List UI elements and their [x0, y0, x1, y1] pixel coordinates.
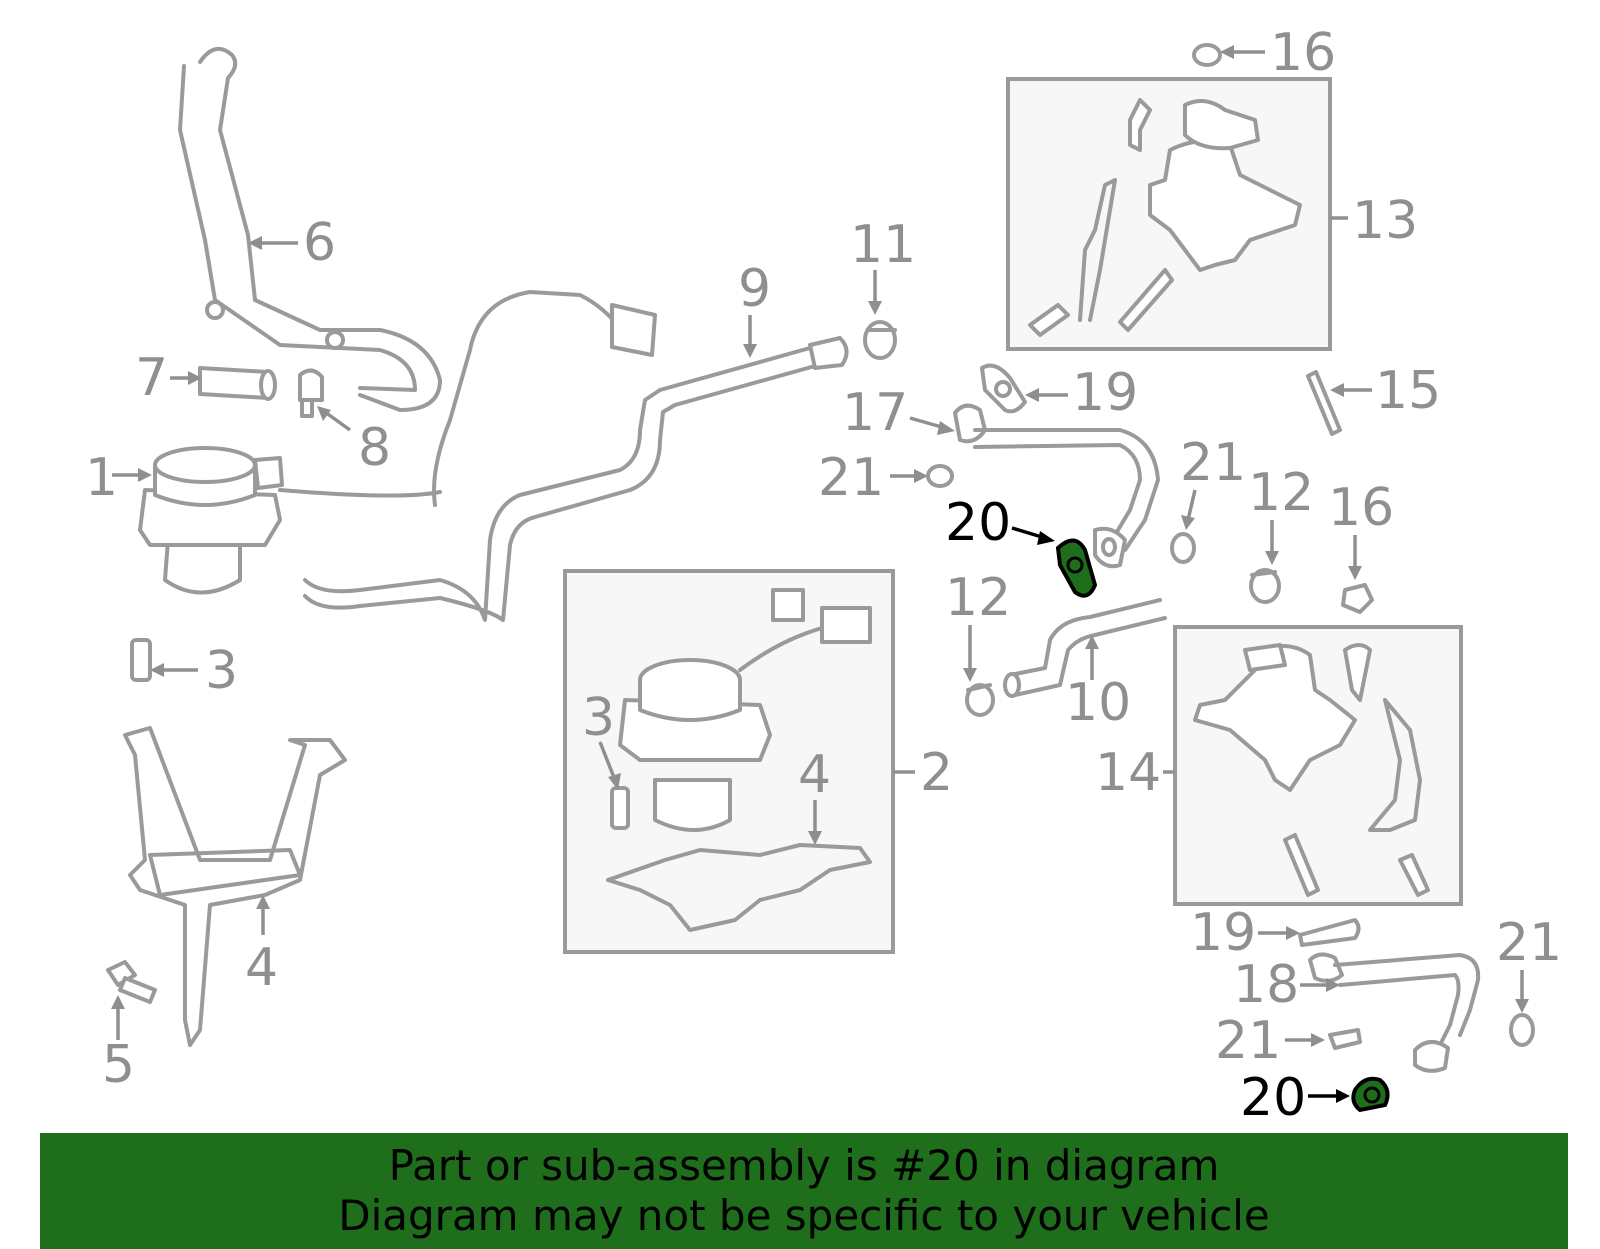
- part-12-clamp-b: [1249, 568, 1281, 604]
- part-17-pipe: [953, 403, 1160, 569]
- info-banner: Part or sub-assembly is #20 in diagram D…: [40, 1133, 1568, 1249]
- part-19-gasket-upper: [980, 363, 1027, 414]
- callout-13: 13: [1330, 191, 1418, 251]
- callout-number: 8: [358, 418, 391, 478]
- callout-number: 16: [1270, 23, 1336, 83]
- callout-2: 2: [893, 743, 953, 803]
- callout-number: 4: [245, 938, 278, 998]
- part-1-air-pump: [138, 446, 284, 595]
- part-6-pipe: [178, 46, 442, 412]
- part-20-gasket-upper: [1055, 538, 1098, 598]
- part-12-clamp-a: [965, 683, 995, 717]
- callout-number: 20: [945, 493, 1011, 553]
- callout-number: 12: [945, 568, 1011, 628]
- callout-5: 5: [102, 995, 135, 1095]
- callout-number: 4: [798, 745, 831, 805]
- banner-line-1: Part or sub-assembly is #20 in diagram: [388, 1141, 1220, 1190]
- part-21-nut-a: [926, 464, 954, 488]
- callout-number: 1: [85, 448, 118, 508]
- callout-3-left: 3: [150, 641, 238, 701]
- callout-11: 11: [850, 215, 916, 315]
- part-16-nut-b: [1341, 583, 1374, 614]
- callout-number: 21: [818, 448, 884, 508]
- callout-4-box: 4: [798, 745, 831, 845]
- callout-6: 6: [248, 213, 336, 273]
- assembly-2-pump: [606, 588, 872, 932]
- part-21-nut-c: [1509, 1013, 1535, 1047]
- callout-number: 18: [1233, 955, 1299, 1015]
- callout-21-c: 21: [1496, 913, 1562, 1013]
- callout-21-d: 21: [1215, 1011, 1325, 1071]
- callout-number: 3: [582, 688, 615, 748]
- callout-16-right: 16: [1328, 478, 1394, 580]
- callout-21-b: 21: [1180, 433, 1246, 530]
- part-9-hose: [278, 290, 849, 622]
- part-4-bracket: [123, 726, 347, 1047]
- callout-8: 8: [317, 406, 391, 478]
- part-7-hose: [198, 366, 277, 401]
- callout-7: 7: [135, 348, 202, 408]
- callout-number: 19: [1072, 363, 1138, 423]
- callout-number: 9: [738, 259, 771, 319]
- callout-number: 11: [850, 215, 916, 275]
- assembly-14-valve: [1193, 643, 1430, 897]
- callout-number: 20: [1240, 1068, 1306, 1128]
- callout-number: 10: [1065, 673, 1131, 733]
- callout-14: 14: [1095, 743, 1175, 803]
- callout-15: 15: [1330, 361, 1441, 421]
- callout-number: 19: [1190, 903, 1256, 963]
- callout-number: 2: [920, 743, 953, 803]
- callout-number: 14: [1095, 743, 1161, 803]
- part-21-nut-b: [1170, 532, 1196, 564]
- callout-12-left: 12: [945, 568, 1011, 682]
- callout-number: 3: [205, 641, 238, 701]
- callout-3-box: 3: [582, 688, 621, 790]
- callout-17: 17: [842, 383, 955, 443]
- callout-19-top: 19: [1025, 363, 1138, 423]
- callout-20-upper: 20: [945, 493, 1055, 553]
- callout-number: 21: [1496, 913, 1562, 973]
- callout-number: 5: [102, 1035, 135, 1095]
- callout-number: 13: [1352, 191, 1418, 251]
- callout-number: 6: [303, 213, 336, 273]
- part-20-gasket-lower: [1351, 1076, 1390, 1113]
- part-10-hose: [1003, 598, 1167, 698]
- callout-number: 17: [842, 383, 908, 443]
- callout-number: 7: [135, 348, 168, 408]
- part-11-clamp: [863, 320, 897, 360]
- callout-number: 21: [1215, 1011, 1281, 1071]
- callout-4-left: 4: [245, 895, 278, 998]
- callout-1: 1: [85, 448, 152, 508]
- part-3-plug: [130, 638, 152, 682]
- callout-number: 16: [1328, 478, 1394, 538]
- callout-number: 12: [1248, 463, 1314, 523]
- callout-number: 21: [1180, 433, 1246, 493]
- part-5-bolt: [106, 960, 157, 1004]
- part-19-gasket-lower: [1298, 918, 1361, 947]
- callout-10: 10: [1065, 635, 1131, 733]
- callout-12-right: 12: [1248, 463, 1314, 565]
- callout-18: 18: [1233, 955, 1340, 1015]
- banner-line-2: Diagram may not be specific to your vehi…: [338, 1191, 1270, 1240]
- part-16-nut-a: [1192, 43, 1222, 67]
- part-15-pin: [1306, 370, 1342, 436]
- callout-number: 15: [1375, 361, 1441, 421]
- callout-19-bottom: 19: [1190, 903, 1300, 963]
- callout-20-lower: 20: [1240, 1068, 1350, 1128]
- part-21-bracket: [1328, 1028, 1362, 1050]
- part-8-clamp: [298, 368, 324, 418]
- callout-9: 9: [738, 259, 771, 358]
- callout-16-top: 16: [1220, 23, 1336, 83]
- assembly-13-valve: [1028, 98, 1302, 337]
- callout-21-a: 21: [818, 448, 928, 508]
- part-18-pipe: [1308, 952, 1481, 1073]
